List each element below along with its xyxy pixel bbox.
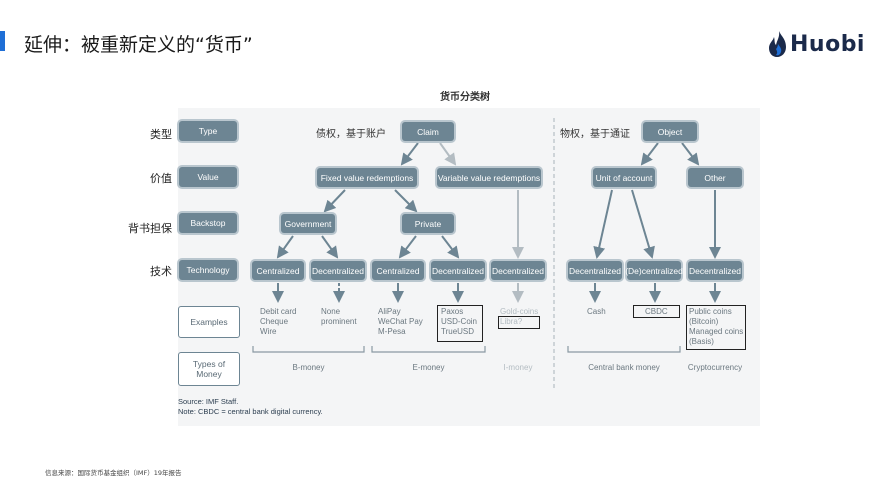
object-annotation: 物权，基于通证	[560, 129, 630, 140]
left-box-technology: Technology	[179, 260, 237, 280]
money-type-i-money: I-money	[503, 363, 533, 372]
footer-source: 信息来源：国际货币基金组织（IMF）19年报告	[45, 469, 182, 477]
left-box-backstop: Backstop	[179, 213, 237, 233]
examples-decentralized-government: None prominent	[321, 307, 357, 326]
examples-cash: Cash	[587, 307, 606, 316]
row-label-value: 价值	[150, 172, 172, 185]
node-tech-centralized-1: Centralized	[252, 261, 304, 280]
left-box-examples: Examples	[178, 306, 240, 338]
row-label-technology: 技术	[150, 265, 172, 278]
diagram-title: 货币分类树	[440, 92, 490, 103]
highlight-stablecoins	[437, 305, 483, 342]
logo-wordmark: Huobi	[790, 31, 865, 57]
examples-decentralized-private: Paxos USD-Coin TrueUSD	[441, 307, 478, 336]
note-line: Note: CBDC = central bank digital curren…	[178, 407, 323, 416]
node-government: Government	[281, 214, 335, 233]
claim-annotation: 债权，基于账户	[316, 129, 386, 140]
examples-centralized-government: Debit card Cheque Wire	[260, 307, 297, 336]
highlight-crypto	[686, 305, 746, 350]
page-title: 延伸：被重新定义的“货币”	[24, 34, 253, 56]
highlight-libra	[498, 316, 540, 329]
examples-variable-value: Gold-coins Libra?	[500, 307, 539, 326]
left-box-value: Value	[179, 167, 237, 187]
node-other: Other	[688, 168, 742, 187]
node-private: Private	[402, 214, 454, 233]
money-type-b-money: B-money	[292, 363, 325, 372]
title-accent-bar	[0, 31, 5, 51]
node-tech-decentralized-5: Decentralized	[688, 261, 742, 280]
diagram-source-note: Source: IMF Staff. Note: CBDC = central …	[178, 397, 323, 417]
money-type-e-money: E-money	[412, 363, 445, 372]
node-tech-decentralized-partial: (De)centralized	[625, 261, 683, 280]
node-unit-of-account: Unit of account	[593, 168, 655, 187]
node-object: Object	[643, 122, 697, 141]
node-tech-decentralized-2: Decentralized	[431, 261, 485, 280]
node-claim: Claim	[402, 122, 454, 141]
node-fixed-value: Fixed value redemptions	[317, 168, 417, 187]
money-type-cryptocurrency: Cryptocurrency	[687, 363, 743, 372]
left-box-type: Type	[179, 121, 237, 141]
node-tech-decentralized-3: Decentralized	[491, 261, 545, 280]
row-label-backstop: 背书担保	[128, 222, 172, 235]
examples-centralized-private: AliPay WeChat Pay M-Pesa	[378, 307, 423, 336]
source-line: Source: IMF Staff.	[178, 397, 239, 406]
examples-crypto: Public coins (Bitcoin) Managed coins (Ba…	[689, 307, 744, 346]
money-type-central-bank: Central bank money	[588, 363, 660, 372]
examples-cbdc: CBDC	[645, 307, 668, 316]
node-tech-centralized-2: Centralized	[372, 261, 424, 280]
highlight-cbdc	[633, 305, 680, 318]
node-tech-decentralized-4: Decentralized	[568, 261, 622, 280]
row-label-type: 类型	[150, 128, 172, 141]
huobi-logo: Huobi	[768, 27, 865, 61]
node-tech-decentralized-1: Decentralized	[311, 261, 365, 280]
left-box-types-of-money: Types of Money	[178, 352, 240, 386]
node-variable-value: Variable value redemptions	[437, 168, 541, 187]
flame-icon	[769, 31, 786, 57]
